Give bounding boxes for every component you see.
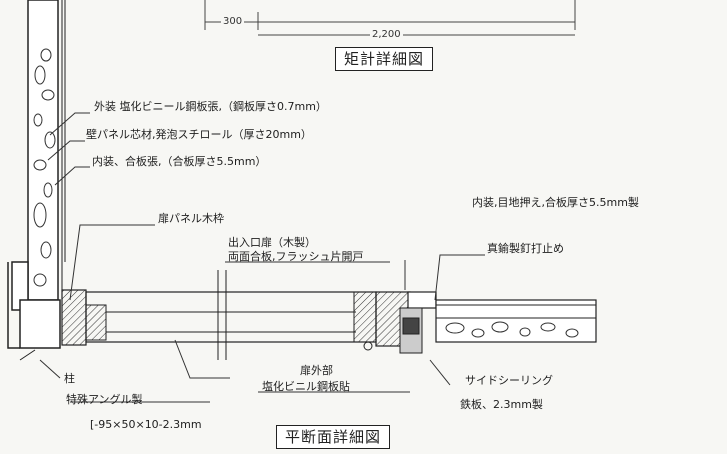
door-panel [85, 291, 377, 343]
label-door-desc: 両面合板,フラッシュ片開戸 [228, 250, 364, 263]
dimension-300: 300 [221, 16, 245, 28]
column-block [19, 299, 61, 349]
label-side-sealing: サイドシーリング [465, 374, 553, 387]
leader-lines [39, 112, 485, 403]
label-interior: 内装、合板張,（合板厚さ5.5mm） [92, 155, 267, 168]
floor-panel [435, 299, 597, 343]
label-exterior: 外装 塩化ビニール鋼板張,（鋼板厚さ0.7mm） [94, 100, 327, 113]
hinge-circle [363, 341, 373, 351]
label-door-frame: 扉パネル木枠 [158, 212, 224, 225]
door-frame-left [61, 289, 87, 346]
label-door: 出入口扉（木製） [228, 236, 316, 249]
wall-panel [27, 0, 59, 301]
joint-cap [407, 291, 437, 309]
plan-title: 平断面詳細図 [276, 425, 391, 449]
label-door-exterior-desc: 塩化ビニル鋼板貼 [262, 380, 350, 393]
label-core: 壁パネル芯材,発泡スチロール（厚さ20mm） [86, 128, 312, 141]
label-column: 柱 [64, 372, 75, 385]
angle-hatch [7, 262, 20, 349]
label-steel-plate: 鉄板、2.3mm製 [460, 398, 543, 411]
label-nail: 真鍮製釘打止め [487, 242, 564, 255]
door-frame-right [353, 291, 377, 343]
foam-pebbles [33, 48, 56, 287]
dimension-2200: 2,200 [370, 29, 403, 41]
label-special-angle: 特殊アングル製 [66, 393, 143, 406]
floor-pebbles [445, 321, 579, 338]
door-frame-inner [85, 304, 107, 341]
label-angle-spec: [-95×50×10-2.3mm [90, 418, 202, 431]
section-title: 矩計詳細図 [335, 47, 434, 71]
column-diagonal [19, 349, 36, 361]
label-door-exterior: 扉外部 [300, 364, 333, 377]
sealing-block [402, 317, 420, 335]
label-interior-joint: 内装,目地押え,合板厚さ5.5mm製 [472, 196, 639, 209]
